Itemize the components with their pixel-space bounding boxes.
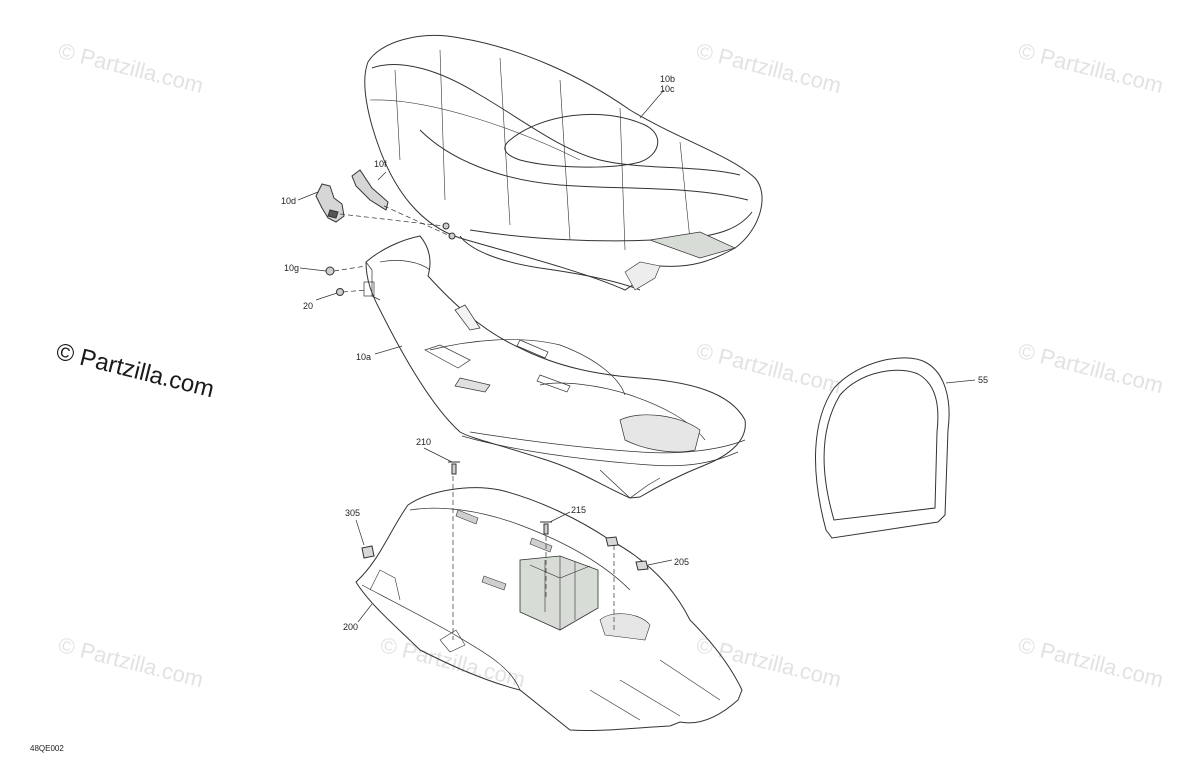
bracket-10f xyxy=(351,169,389,211)
fastener xyxy=(442,222,450,230)
callout-10f: 10f xyxy=(374,159,387,169)
callout-305: 305 xyxy=(345,508,361,518)
callout-215: 215 xyxy=(571,505,587,515)
callout-10a: 10a xyxy=(356,352,372,362)
leader-lines xyxy=(297,89,976,623)
diagram-code: 48QE002 xyxy=(30,744,64,753)
storage-bin xyxy=(355,487,743,732)
seal xyxy=(815,357,950,539)
clip-10g xyxy=(325,266,335,276)
callout-205: 205 xyxy=(674,557,690,567)
screw-210 xyxy=(448,461,460,475)
clip-205 xyxy=(635,560,649,571)
callout-200: 200 xyxy=(343,622,359,632)
fastener xyxy=(448,232,456,240)
callout-10g: 10g xyxy=(284,263,300,273)
clip-305 xyxy=(361,545,375,559)
callout-10b: 10b xyxy=(660,74,676,84)
callout-55: 55 xyxy=(978,375,989,385)
clip xyxy=(605,536,619,547)
callout-10d: 10d xyxy=(281,196,297,206)
screw-215 xyxy=(540,521,552,535)
bracket-10d xyxy=(315,183,345,223)
callout-210: 210 xyxy=(416,437,432,447)
seat-assembly xyxy=(364,35,763,291)
callout-20: 20 xyxy=(303,301,314,311)
screw-20 xyxy=(336,288,344,296)
callout-10c: 10c xyxy=(660,84,675,94)
seat-base xyxy=(363,235,746,499)
assembly-lines xyxy=(333,205,615,640)
